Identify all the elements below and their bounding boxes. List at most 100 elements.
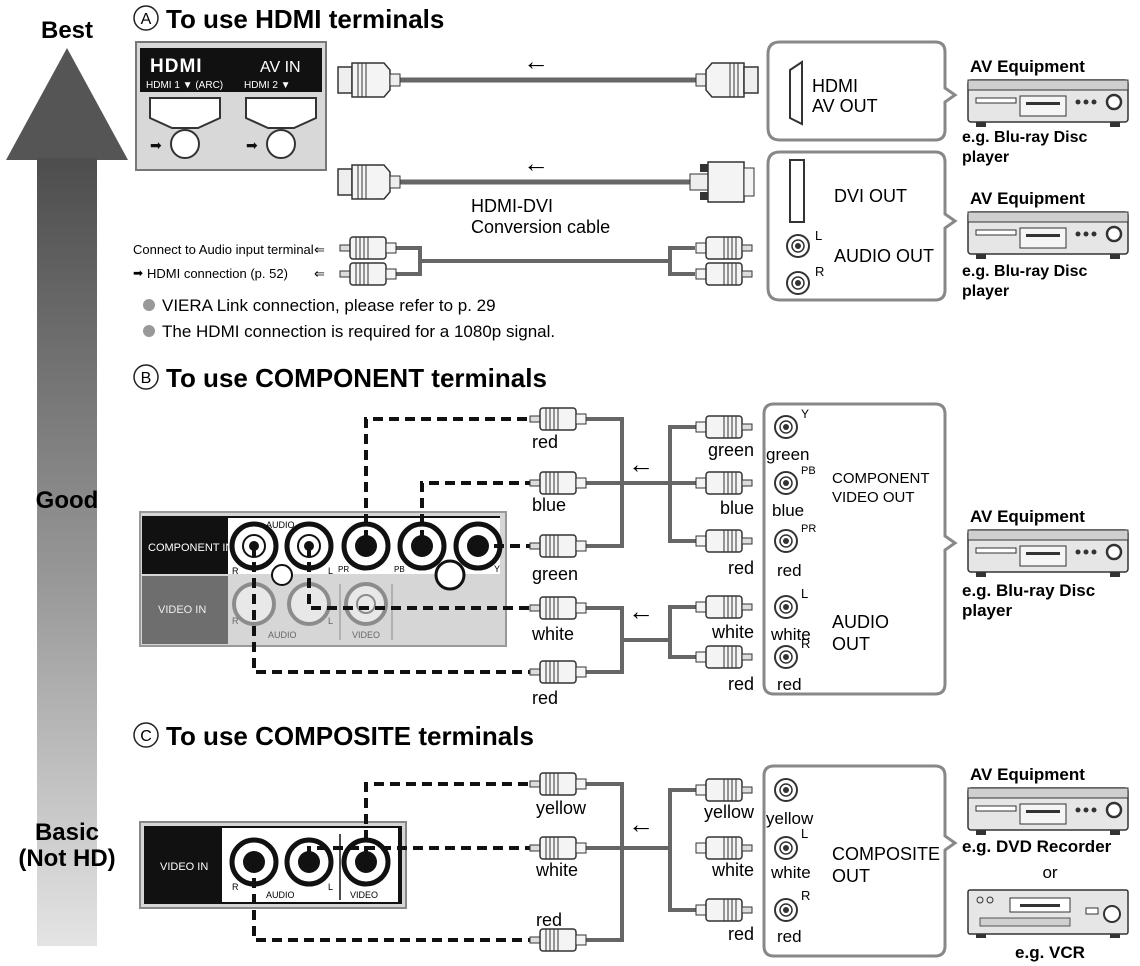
plug-icon xyxy=(529,772,587,796)
component-device-box: Y PB PR L R green blue red white red COM… xyxy=(762,402,958,696)
section-composite: C To use COMPOSITE terminals VIDEO IN R … xyxy=(133,721,1130,962)
pb-label: PB xyxy=(394,565,405,574)
quality-arrow-shaft xyxy=(37,158,97,946)
hdmi-brand: HDMI xyxy=(150,56,203,77)
component-video-out-label: COMPONENT xyxy=(832,470,930,487)
hdmi1-label: HDMI 1 ▼ (ARC) xyxy=(146,80,223,91)
video-in-label: VIDEO IN xyxy=(160,861,208,873)
plug-icon xyxy=(529,660,587,684)
section-a-heading: A To use HDMI terminals xyxy=(133,4,444,34)
plug-icon xyxy=(695,415,753,439)
plug-icon xyxy=(529,928,587,952)
circle-marker-icon xyxy=(133,364,159,390)
label-not-hd: (Not HD) xyxy=(18,845,115,872)
cable-color-label: white xyxy=(711,860,754,880)
component-video-out-label-2: VIDEO OUT xyxy=(832,489,915,506)
audio-note-2: HDMI connection (p. 52) xyxy=(147,266,288,281)
jack-icon xyxy=(341,521,391,571)
hdmi-av-out-box: HDMI AV OUT xyxy=(766,40,958,142)
equipment-example: e.g. Blu-ray Disc xyxy=(962,129,1087,146)
cable-color-label: blue xyxy=(532,495,566,515)
component-in-label: COMPONENT IN xyxy=(148,542,233,554)
hdmi-dvi-cable: ← HDMI-DVI Conversion cable xyxy=(337,148,755,237)
plug-icon xyxy=(695,898,753,922)
equipment-a2: AV Equipment e.g. Blu-ray Disc player xyxy=(962,189,1130,300)
audio-out-label-2: OUT xyxy=(832,634,870,654)
section-a-title: To use HDMI terminals xyxy=(166,4,444,34)
composite-out-label: COMPOSITE xyxy=(832,844,940,864)
cable-color-label: white xyxy=(535,860,578,880)
jack-icon xyxy=(774,898,798,922)
section-c-heading: C To use COMPOSITE terminals xyxy=(133,721,534,751)
device-icon xyxy=(966,78,1130,129)
arrow-left-icon: ← xyxy=(628,596,654,626)
svg-text:⇐: ⇐ xyxy=(314,266,325,281)
jack-color-label: yellow xyxy=(766,809,814,828)
plug-icon xyxy=(529,471,587,495)
jack-color-label: white xyxy=(770,863,811,882)
section-component: B To use COMPONENT terminals COMPONENT I… xyxy=(133,363,1130,708)
audio-note-2-arrow: ➡ xyxy=(133,266,143,280)
l-label: L xyxy=(328,616,333,626)
jack-icon xyxy=(774,529,798,553)
cable-color-label: red xyxy=(532,688,558,708)
audio-note-1: Connect to Audio input terminal xyxy=(133,242,314,257)
label-good: Good xyxy=(36,487,99,514)
jack-icon xyxy=(774,595,798,619)
equipment-title: AV Equipment xyxy=(970,57,1085,76)
plug-icon xyxy=(695,62,759,98)
equipment-example-2: player xyxy=(962,601,1012,620)
cable-color-label: red xyxy=(532,432,558,452)
composite-left-cables: yellow white red ← xyxy=(529,772,670,952)
equipment-example-2: e.g. VCR xyxy=(1015,943,1085,962)
audio-label: AUDIO xyxy=(266,890,295,900)
jack-color-label: red xyxy=(777,561,802,580)
jack-color-label: white xyxy=(770,625,811,644)
cable-color-label: red xyxy=(728,558,754,578)
plug-icon xyxy=(695,778,753,802)
component-dashed-routes xyxy=(252,417,530,674)
audio-cable-hdmi: Connect to Audio input terminal ➡ HDMI c… xyxy=(133,236,753,286)
svg-text:➡: ➡ xyxy=(150,137,162,153)
arrow-left-icon: ← xyxy=(523,46,549,76)
cable-color-label: red xyxy=(728,924,754,944)
jack-icon xyxy=(774,836,798,860)
cable-color-label: white xyxy=(711,622,754,642)
label-best: Best xyxy=(41,17,93,44)
tv-hdmi-panel: HDMI AV IN HDMI 1 ▼ (ARC) HDMI 2 ▼ ➡ ➡ xyxy=(135,41,327,171)
plug-icon xyxy=(695,595,753,619)
dvi-out-label: DVI OUT xyxy=(834,186,907,206)
r-label: R xyxy=(232,616,239,626)
section-b-marker: B xyxy=(141,370,152,387)
equipment-example-2: player xyxy=(962,283,1009,300)
section-a-marker: A xyxy=(141,11,152,28)
equipment-example-2: player xyxy=(962,149,1009,166)
r-label: R xyxy=(232,566,239,576)
y-label: Y xyxy=(494,564,500,574)
plug-icon xyxy=(339,262,397,286)
jack-mark: Y xyxy=(801,407,809,421)
section-c-marker: C xyxy=(140,728,152,745)
plug-icon xyxy=(337,164,401,200)
cable-color-label: blue xyxy=(720,498,754,518)
component-left-cables: red blue green white red ← ← xyxy=(529,407,696,708)
jack-icon xyxy=(284,837,334,887)
pr-label: PR xyxy=(338,565,349,574)
note-1: VIERA Link connection, please refer to p… xyxy=(162,296,496,315)
plug-icon xyxy=(695,262,753,286)
plug-icon xyxy=(337,62,401,98)
jack-mark: R xyxy=(801,888,810,903)
plug-icon xyxy=(695,836,753,860)
cable-color-label: red xyxy=(536,910,562,930)
equipment-title: AV Equipment xyxy=(970,507,1085,526)
audio-out-label: AUDIO xyxy=(832,612,889,632)
equipment-title: AV Equipment xyxy=(970,765,1085,784)
jack-color-label: red xyxy=(777,675,802,694)
hdmi-cable: ← xyxy=(337,46,759,98)
composite-right-cables: yellow white red xyxy=(668,778,755,944)
hdmi2-label: HDMI 2 ▼ xyxy=(244,80,291,91)
arrow-left-icon: ← xyxy=(628,809,654,839)
equipment-c: AV Equipment e.g. DVD Recorder or e.g. V… xyxy=(962,765,1130,962)
equipment-a1: AV Equipment e.g. Blu-ray Disc player xyxy=(962,57,1130,166)
